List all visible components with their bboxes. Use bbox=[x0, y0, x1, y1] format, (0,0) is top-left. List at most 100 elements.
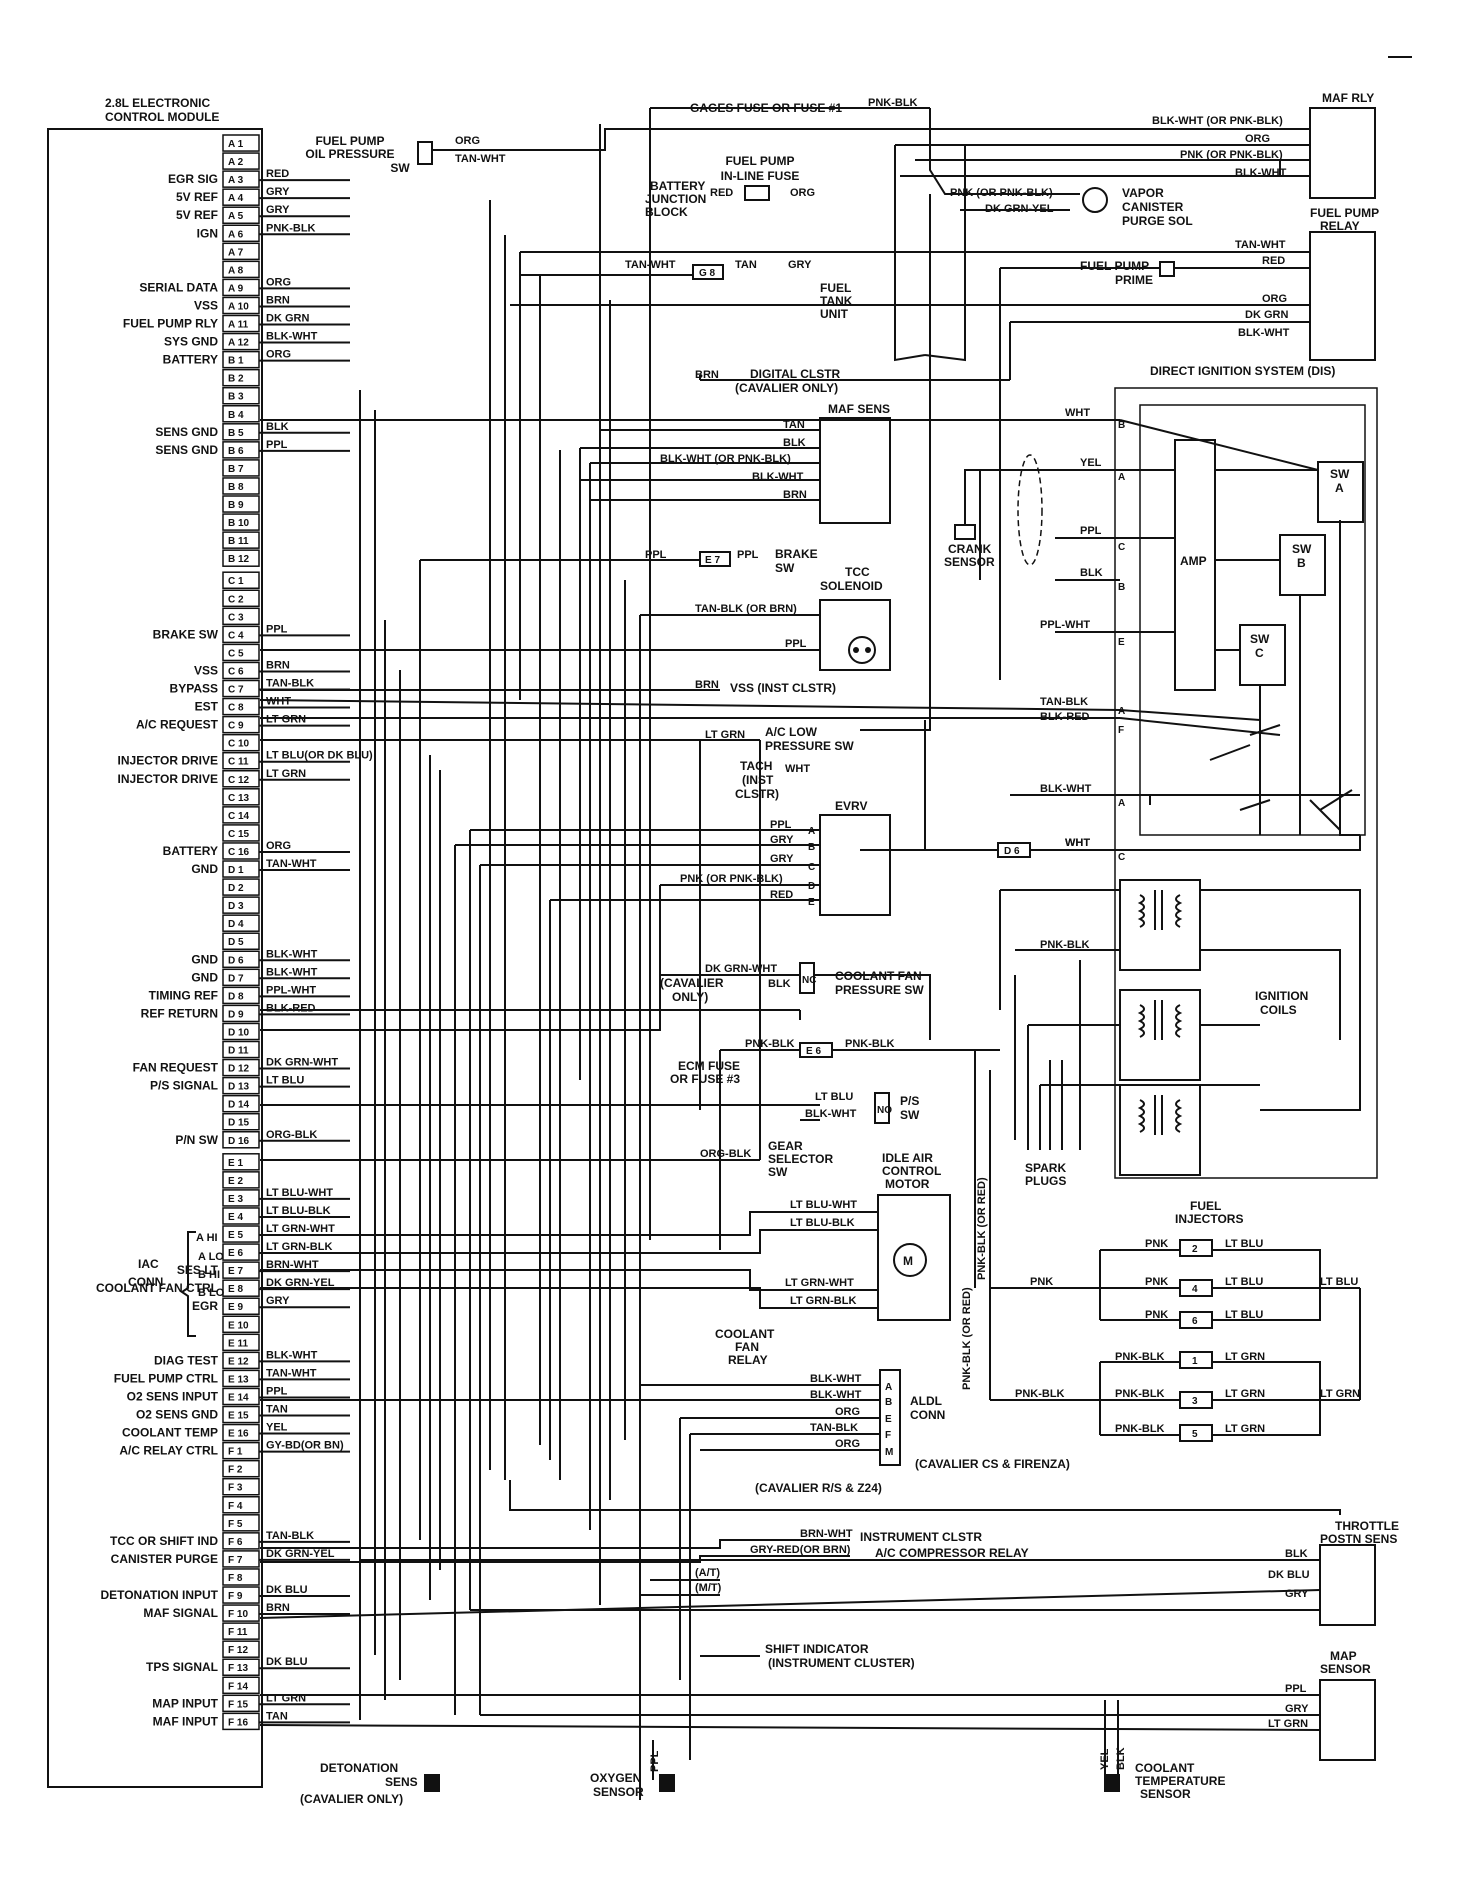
map-wire-1: PPL bbox=[1285, 1683, 1307, 1695]
inline-fuse-label-1: FUEL PUMP bbox=[725, 154, 794, 168]
oxygen-1: OXYGEN bbox=[590, 1771, 641, 1785]
detonation-3: (CAVALIER ONLY) bbox=[300, 1792, 403, 1806]
fuel-tank-wire-1: TAN-WHT bbox=[625, 259, 676, 271]
tcc-label-2: SOLENOID bbox=[820, 579, 883, 593]
ecm-pin-wire-color: LT BLU(OR DK BLU) bbox=[266, 750, 373, 762]
tach-3: CLSTR) bbox=[735, 787, 779, 801]
tps-2: POSTN SENS bbox=[1320, 1532, 1397, 1546]
inj-num-2: 2 bbox=[1192, 1244, 1198, 1255]
maf-rly-wire-2: ORG bbox=[1245, 133, 1270, 145]
dis-wire-2: YEL bbox=[1080, 457, 1102, 469]
ecm-pin-box bbox=[222, 1333, 260, 1352]
fuel-pump-prime-1: FUEL PUMP bbox=[1080, 259, 1149, 273]
ecm-pin-id: C 7 bbox=[228, 685, 244, 696]
ecm-pin-label: EGR SIG bbox=[168, 172, 218, 186]
ecm-pin-box bbox=[222, 405, 260, 423]
ac-low-wire: LT GRN bbox=[705, 729, 745, 741]
map-wire-3: LT GRN bbox=[1268, 1718, 1308, 1730]
shift-ind-1: SHIFT INDICATOR bbox=[765, 1642, 869, 1656]
ecm-pin-id: E 7 bbox=[228, 1266, 243, 1277]
ecm-pin-id: E 3 bbox=[228, 1194, 243, 1205]
e6-conn bbox=[799, 1042, 833, 1058]
ecm-pin-label: DIAG TEST bbox=[154, 1353, 219, 1367]
ecm-pin-wire-color: DK GRN bbox=[266, 313, 309, 325]
vapor-canister-wire-1: PNK (OR PNK-BLK) bbox=[950, 187, 1053, 199]
shift-ind-2: (INSTRUMENT CLUSTER) bbox=[768, 1656, 915, 1670]
ecm-pin-wire-color: DK BLU bbox=[266, 1656, 308, 1668]
fuel-tank-label-2: TANK bbox=[820, 294, 853, 308]
inj-ltgrn-1: LT GRN bbox=[1225, 1351, 1265, 1363]
ecm-pin-box bbox=[222, 878, 260, 896]
evrv-pin-a: A bbox=[808, 826, 815, 837]
amp-label: AMP bbox=[1180, 554, 1207, 568]
tach-wire: WHT bbox=[785, 763, 810, 775]
ecm-pin-label: COOLANT TEMP bbox=[122, 1426, 218, 1440]
maf-sens-wire-1: TAN bbox=[783, 419, 805, 431]
ecm-pin-id: E 9 bbox=[228, 1302, 243, 1313]
ecm-pin-id: C 11 bbox=[228, 757, 249, 768]
fuel-injectors-1: FUEL bbox=[1190, 1199, 1221, 1213]
fuel-pump-relay-wire-3: ORG bbox=[1262, 293, 1287, 305]
ecm-pin-wire-color: TAN-WHT bbox=[266, 1367, 317, 1379]
ecm-pin-id: F 2 bbox=[228, 1465, 243, 1476]
fuel-tank-wire-3: GRY bbox=[788, 259, 812, 271]
tcc-wire-1: TAN-BLK (OR BRN) bbox=[695, 603, 797, 615]
ecm-pin-label: BRAKE SW bbox=[153, 627, 219, 641]
ecm-pin-wire-color: PNK-BLK bbox=[266, 222, 316, 234]
ecm-pin-box bbox=[222, 1676, 260, 1695]
wire-network bbox=[259, 107, 1378, 1800]
ecm-box bbox=[47, 128, 263, 1788]
ps-sw-2: SW bbox=[900, 1108, 920, 1122]
ecm-pin-box bbox=[222, 589, 260, 608]
ecm-pin-box bbox=[222, 1040, 260, 1059]
idle-air-m: M bbox=[903, 1254, 913, 1268]
ecm-pin-id: F 11 bbox=[228, 1627, 248, 1638]
inj-ltblu-3: LT BLU bbox=[1225, 1309, 1263, 1321]
ecm-pin-wire-color: YEL bbox=[266, 1422, 288, 1434]
ecm-pin-label: BATTERY bbox=[163, 844, 218, 858]
dis-pin-a2: A bbox=[1118, 706, 1125, 717]
iac-conn: CONN bbox=[128, 1275, 163, 1289]
ecm-pin-label: MAF SIGNAL bbox=[143, 1606, 218, 1620]
fuel-pump-oil-sw-label-2: OIL PRESSURE bbox=[305, 147, 394, 161]
brake-sw-label-1: BRAKE bbox=[775, 547, 818, 561]
ecm-pin-label: BATTERY bbox=[163, 353, 218, 367]
vss-inst-label: VSS (INST CLSTR) bbox=[730, 681, 836, 695]
ecm-pin-box bbox=[222, 1171, 260, 1189]
sw-a-2: A bbox=[1335, 481, 1344, 495]
fuel-tank-conn bbox=[692, 264, 724, 280]
inj-pnkblk-2: PNK-BLK bbox=[1115, 1388, 1165, 1400]
detonation-1: DETONATION bbox=[320, 1761, 398, 1775]
ecm-pin-id: C 4 bbox=[228, 630, 244, 641]
ecm-pin-box bbox=[222, 824, 260, 842]
dis-pin-c1: C bbox=[1118, 542, 1125, 553]
inj-pnkblk-1: PNK-BLK bbox=[1115, 1351, 1165, 1363]
ecm-pin-id: E 5 bbox=[228, 1230, 243, 1241]
ecm-pin-id: C 5 bbox=[228, 648, 244, 659]
ecm-pin-id: C 12 bbox=[228, 775, 250, 786]
map-sensor-1: MAP bbox=[1330, 1649, 1357, 1663]
ecm-pin-label: FUEL PUMP RLY bbox=[123, 317, 218, 331]
ps-sw-no: NO bbox=[877, 1105, 892, 1116]
ecm-pin-box bbox=[222, 1153, 260, 1171]
ecm-pin-box bbox=[222, 368, 260, 387]
ecm-pin-box bbox=[222, 531, 260, 549]
ecm-pin-box bbox=[222, 495, 260, 513]
ecm-pin-box bbox=[222, 1459, 260, 1478]
spark-plugs-1: SPARK bbox=[1025, 1161, 1066, 1175]
maf-sens-label: MAF SENS bbox=[828, 402, 890, 416]
ecm-pin-id: A 10 bbox=[228, 301, 249, 312]
ecm-fuse-2: OR FUSE #3 bbox=[670, 1072, 740, 1086]
iac-a-lo: A LO bbox=[198, 1251, 224, 1263]
maf-sens-wire-5: BRN bbox=[783, 489, 807, 501]
tps-1: THROTTLE bbox=[1335, 1519, 1399, 1533]
tps-wire-3: GRY bbox=[1285, 1588, 1309, 1600]
ecm-pin-id: D 5 bbox=[228, 937, 244, 948]
ecm-pin-wire-color: LT BLU bbox=[266, 1075, 304, 1087]
ecm-pin-id: E 2 bbox=[228, 1176, 243, 1187]
evrv-wire-3: GRY bbox=[770, 853, 794, 865]
vapor-canister-wire-2: DK GRN-YEL bbox=[985, 203, 1054, 215]
ac-low-1: A/C LOW bbox=[765, 725, 818, 739]
ecm-pin-wire-color: ORG bbox=[266, 349, 291, 361]
ecm-pin-wire-color: PPL-WHT bbox=[266, 984, 316, 996]
